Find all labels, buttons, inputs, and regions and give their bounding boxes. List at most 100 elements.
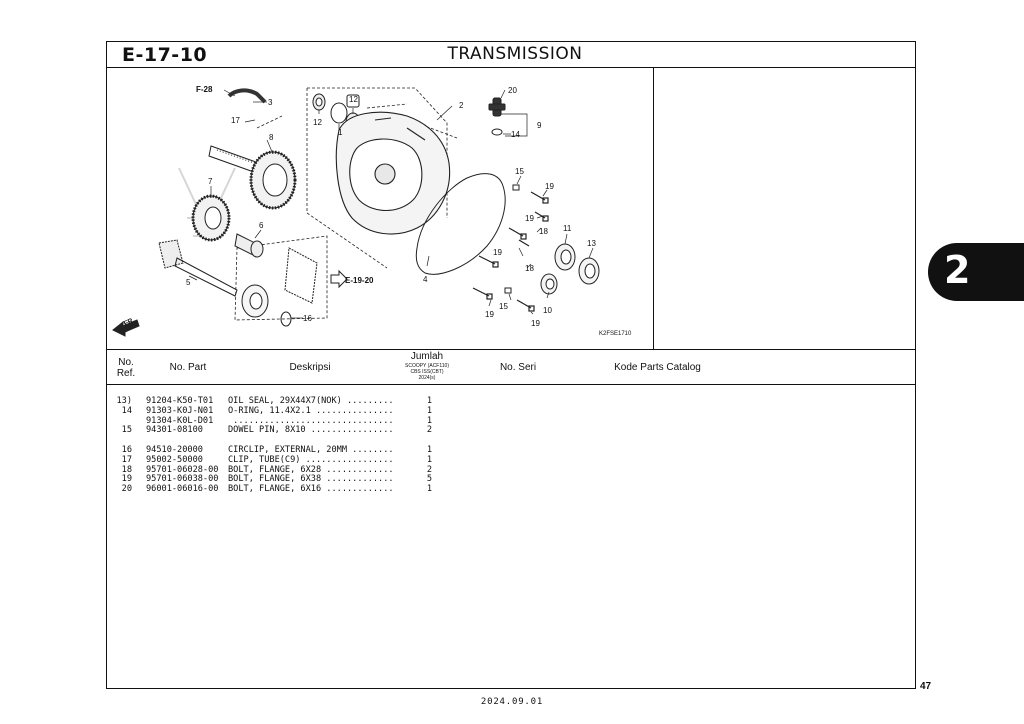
callout-5: 5: [186, 278, 191, 287]
page-frame: [106, 41, 916, 689]
table-top-rule: [107, 349, 916, 350]
table-header-rule: [107, 384, 916, 385]
callout-4: 4: [423, 275, 428, 284]
part-number-cell: 91304-K0L-D01: [146, 415, 214, 426]
description-cell: BOLT, FLANGE, 6X28 .............: [228, 464, 394, 475]
col-header-qty-year: 2024(s): [418, 375, 436, 381]
callout-17: 17: [231, 116, 240, 125]
quantity-cell: 2: [426, 464, 432, 475]
callout-15a: 15: [515, 167, 524, 176]
ref-cell: 19: [121, 474, 132, 485]
image-code: K2FSE1710: [599, 331, 632, 337]
transmission-case-icon: [335, 111, 451, 235]
callout-14: 14: [511, 130, 520, 139]
description-cell: CIRCLIP, EXTERNAL, 20MM ........: [228, 444, 394, 455]
ref-cell: 17: [121, 454, 132, 465]
speed-sensor-icon: [488, 97, 506, 117]
dowel-pin-icon: [504, 184, 520, 294]
description-cell: CLIP, TUBE(C9) .................: [228, 454, 394, 465]
callout-19d: 19: [485, 310, 494, 319]
quantity-cell: 1: [426, 454, 432, 465]
bolt-icon: [472, 191, 549, 312]
quantity-cell: 1: [426, 405, 432, 416]
arrow-right-icon: [330, 269, 348, 289]
quantity-cell: 1: [426, 484, 432, 495]
callout-19c: 19: [493, 248, 502, 257]
callout-1: 1: [338, 128, 343, 137]
callout-19e: 19: [531, 319, 540, 328]
col-header-desc: Deskripsi: [289, 362, 331, 373]
callout-18a: 18: [539, 227, 548, 236]
callout-9: 9: [537, 121, 542, 130]
col-header-catalog: Kode Parts Catalog: [614, 362, 701, 373]
description-cell: O-RING, 11.4X2.1 ...............: [228, 405, 394, 416]
part-number-cell: 95002-50000: [146, 454, 203, 465]
ref-cell: 14: [121, 405, 132, 416]
circlip-16-icon: [280, 311, 292, 327]
quantity-cell: 1: [426, 444, 432, 455]
part-number-cell: 91204-K50-T01: [146, 396, 214, 406]
description-cell: BOLT, FLANGE, 6X16 .............: [228, 484, 394, 495]
part-number-cell: 94301-08100: [146, 425, 203, 436]
gear-6-icon: [234, 233, 264, 258]
ref-f28: F-28: [196, 85, 213, 94]
description-cell: OIL SEAL, 29X44X7(NOK) .........: [228, 396, 394, 406]
callout-7: 7: [208, 177, 213, 186]
page-title: TRANSMISSION: [447, 44, 583, 64]
quantity-cell: 2: [426, 425, 432, 436]
col-header-qty: Jumlah: [410, 351, 444, 362]
callout-18b: 18: [525, 264, 534, 273]
col-header-part: No. Part: [169, 362, 207, 373]
part-number-cell: 95701-06038-00: [146, 474, 219, 485]
ref-cell: 20: [121, 484, 132, 495]
callout-13: 13: [587, 239, 596, 248]
col-header-qty-variant: CBS ISS(CBT): [410, 369, 444, 375]
callout-12a: 12: [313, 118, 322, 127]
shaft-5-icon: [158, 239, 238, 297]
oil-seal-10-icon: [540, 273, 558, 295]
gear-7-icon: [191, 194, 231, 242]
part-number-cell: 95701-06028-00: [146, 464, 219, 475]
callout-10: 10: [543, 306, 552, 315]
part-number-cell: 96001-06016-00: [146, 484, 219, 495]
section-tab: 2: [928, 243, 1024, 301]
exploded-parts-diagram: F-28 E-19-20 FR. K2FSE1710 1 2 3 4 5 6 7…: [107, 68, 653, 349]
callout-15b: 15: [499, 302, 508, 311]
gasket-icon: [415, 173, 506, 275]
o-ring-14-icon: [491, 128, 503, 136]
ref-cell: 15: [121, 425, 132, 436]
quantity-cell: 1: [426, 415, 432, 426]
description-cell: ...............................: [228, 415, 394, 426]
quantity-cell: 1: [426, 396, 432, 406]
bearing-1-icon: [330, 102, 348, 124]
callout-11: 11: [563, 224, 572, 233]
part-number-cell: 91303-K0J-N01: [146, 405, 214, 416]
tube-icon: [227, 88, 267, 104]
diagram-divider: [653, 68, 654, 350]
front-arrow-icon: [112, 319, 140, 337]
ref-e1920: E-19-20: [345, 276, 374, 285]
bearing-13-icon: [578, 257, 600, 285]
callout-16: 16: [303, 314, 312, 323]
bearing-11-icon: [554, 243, 576, 271]
ref-front: FR.: [123, 317, 136, 328]
ref-cell: 13): [116, 396, 132, 406]
callout-2: 2: [459, 101, 464, 110]
callout-8: 8: [269, 133, 274, 142]
ref-cell: 18: [121, 464, 132, 475]
callout-20: 20: [508, 86, 517, 95]
bearing-5-icon: [241, 284, 269, 318]
description-cell: BOLT, FLANGE, 6X38 .............: [228, 474, 394, 485]
page-number: 47: [920, 681, 932, 692]
gear-8-icon: [249, 150, 297, 210]
part-number-cell: 94510-20000: [146, 444, 203, 455]
quantity-cell: 5: [426, 474, 432, 485]
col-header-ref: No. Ref.: [116, 357, 136, 379]
col-header-qty-model: SCOOPY (ACF110): [405, 363, 449, 369]
callout-6: 6: [259, 221, 264, 230]
callout-19b: 19: [525, 214, 534, 223]
callout-12b: 12: [349, 95, 358, 104]
section-tab-number: 2: [944, 248, 971, 292]
col-header-serial: No. Seri: [499, 362, 537, 373]
description-cell: DOWEL PIN, 8X10 ................: [228, 425, 394, 436]
